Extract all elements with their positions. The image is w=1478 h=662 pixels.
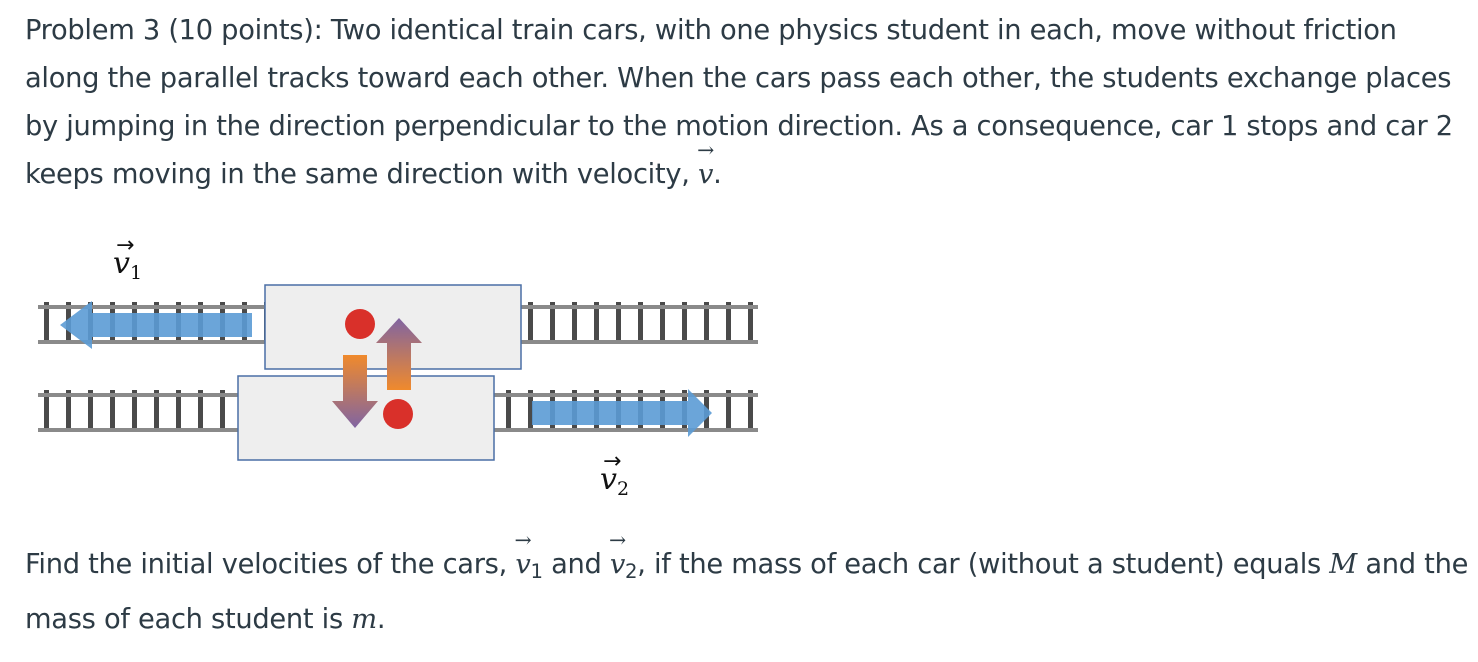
v1-subscript: 1 [530,559,543,583]
question-end-punctuation: . [376,603,386,635]
upper-track-tie [704,302,709,344]
v2-symbol-letter: v [609,549,626,580]
upper-track-tie [616,302,621,344]
velocity-arrow-v2 [532,389,712,437]
student-car-2 [383,399,413,429]
lower-track-tie [506,390,511,432]
problem-statement: Problem 3 (10 points): Two identical tra… [25,7,1475,199]
question-and-text: and [551,549,602,580]
intro-end-punctuation: . [713,159,722,190]
label-v1-symbol: v [113,246,130,281]
problem-question: Find the initial velocities of the cars,… [25,541,1475,644]
problem-intro-text: Problem 3 (10 points): Two identical tra… [25,15,1453,190]
upper-track-tie [748,302,753,344]
velocity-arrow-v1 [60,301,252,349]
lower-track-tie [154,390,159,432]
upper-track-tie [572,302,577,344]
lower-track-tie [198,390,203,432]
upper-track-tie [594,302,599,344]
lower-track-tie [176,390,181,432]
label-v2-symbol: v [600,462,617,497]
lower-track-tie [132,390,137,432]
upper-track-tie [44,302,49,344]
upper-track-tie [660,302,665,344]
velocity-symbol: v [698,151,713,199]
upper-track-tie [682,302,687,344]
lower-track-tie [66,390,71,432]
lower-track-tie [110,390,115,432]
v2-subscript: 2 [625,559,638,583]
upper-track-tie [550,302,555,344]
lower-track-tie [220,390,225,432]
lower-track-tie [44,390,49,432]
lower-track-tie [528,390,533,432]
car-mass-symbol: M [1329,549,1357,580]
v1-symbol: v [515,541,530,589]
label-v2-arrow-icon: → [603,449,621,474]
label-v1: v1 [113,246,142,284]
v2-symbol: v [610,541,625,589]
lower-track-tie [726,390,731,432]
label-v2-subscript: 2 [617,478,629,500]
upper-track-tie [528,302,533,344]
question-middle-text: , if the mass of each car (without a stu… [637,549,1321,580]
label-v1-subscript: 1 [130,262,142,284]
student-mass-symbol: m [351,603,377,635]
question-lead-text: Find the initial velocities of the cars, [25,549,507,580]
lower-track-tie [88,390,93,432]
label-v2: v2 [600,462,629,500]
v1-symbol-letter: v [515,549,531,580]
jump-arrow-down [332,355,378,428]
label-v1-arrow-icon: → [116,233,134,258]
student-car-1 [345,309,375,339]
upper-track-tie [726,302,731,344]
lower-track-tie [748,390,753,432]
question-tail-text: and the mass of each student is [25,549,1469,635]
jump-arrow-up [376,318,422,390]
upper-track-tie [638,302,643,344]
